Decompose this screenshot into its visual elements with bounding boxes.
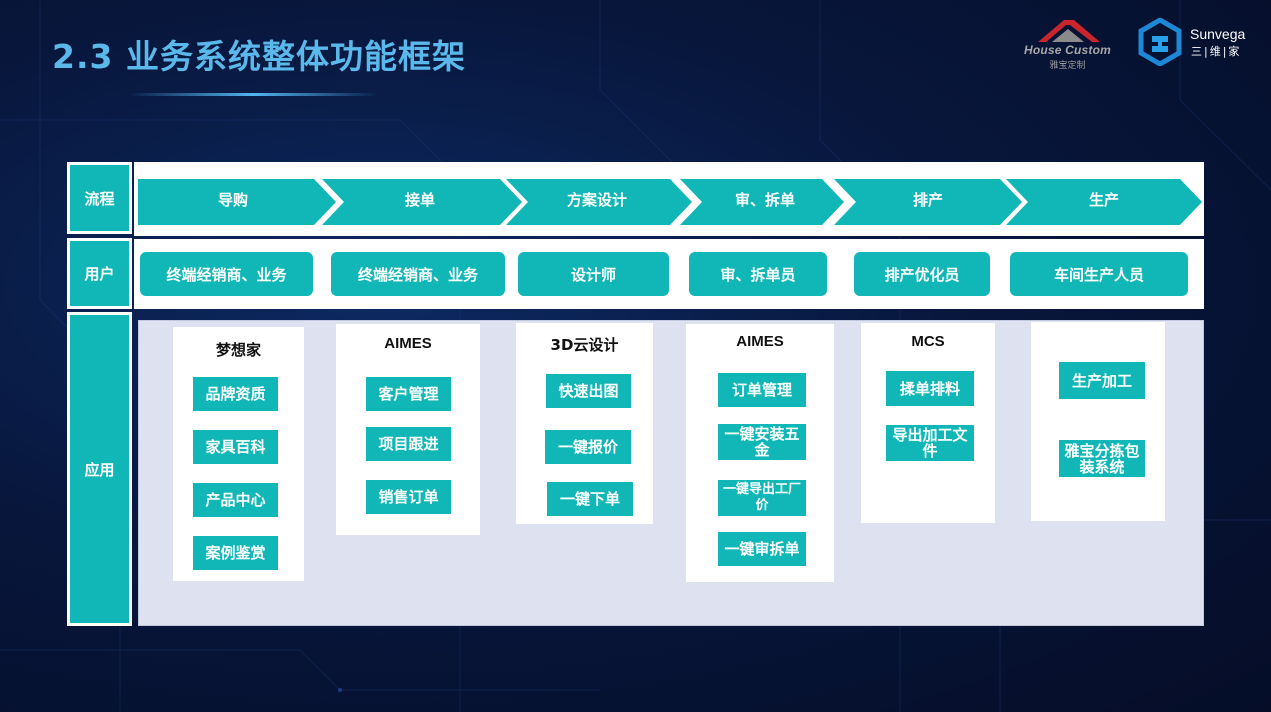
sunvega-sub: 三|维|家	[1191, 45, 1242, 58]
flow-step-3: 方案设计	[566, 191, 627, 209]
module-customer-management: 客户管理	[366, 377, 451, 411]
row-label-flow: 流程	[67, 162, 132, 234]
module-production-processing: 生产加工	[1059, 362, 1145, 399]
flow-arrow-5	[834, 179, 1022, 225]
module-one-click-quote: 一键报价	[545, 430, 631, 464]
module-export-processing-file: 导出加工文件	[886, 425, 974, 461]
module-nesting: 揉单排料	[886, 371, 974, 406]
house-custom-logo: House Custom 雅宝定制	[1010, 18, 1125, 72]
flow-step-6: 生产	[1088, 191, 1119, 209]
application-panel	[138, 320, 1204, 626]
app-title: MCS	[911, 333, 945, 350]
module-brand-qualification: 品牌资质	[193, 377, 278, 411]
app-card-mcs: MCS	[861, 323, 995, 523]
flow-arrow-4	[680, 179, 844, 225]
row-label-user: 用户	[67, 238, 132, 309]
title-underline	[128, 93, 378, 96]
flow-arrows	[138, 179, 1202, 225]
flow-arrow-2	[322, 179, 522, 225]
module-install-hardware: 一键安装五金	[718, 424, 806, 460]
user-role-2: 终端经销商、业务	[331, 252, 505, 296]
row-label-app: 应用	[67, 312, 132, 626]
user-role-4: 审、拆单员	[689, 252, 827, 296]
module-review-split: 一键审拆单	[718, 532, 806, 566]
module-one-click-order: 一键下单	[547, 482, 633, 516]
user-role-3: 设计师	[518, 252, 669, 296]
module-case-gallery: 案例鉴赏	[193, 536, 278, 570]
sunvega-cube-icon	[1138, 18, 1182, 66]
user-role-5: 排产优化员	[854, 252, 990, 296]
flow-arrow-1	[138, 179, 336, 225]
sunvega-logo: Sunvega 三|维|家	[1138, 18, 1253, 68]
module-order-management: 订单管理	[718, 373, 806, 407]
flow-arrow-6	[1006, 179, 1202, 225]
flow-step-1: 导购	[217, 191, 248, 209]
module-sorting-packing: 雅宝分拣包装系统	[1059, 440, 1145, 477]
house-custom-sub: 雅宝定制	[1049, 61, 1086, 71]
app-title: 梦想家	[215, 341, 261, 359]
module-project-tracking: 项目跟进	[366, 427, 451, 461]
flow-step-2: 接单	[404, 191, 435, 209]
house-custom-name: House Custom	[1023, 43, 1112, 57]
user-role-6: 车间生产人员	[1010, 252, 1188, 296]
app-title: AIMES	[736, 333, 784, 350]
module-product-center: 产品中心	[193, 483, 278, 517]
flow-arrow-3	[506, 179, 692, 225]
page-title: 2.3 业务系统整体功能框架	[52, 37, 466, 76]
house-roof-icon	[1038, 20, 1100, 42]
flow-step-5: 排产	[912, 191, 943, 209]
module-quick-render: 快速出图	[546, 374, 631, 408]
app-card-production	[1031, 322, 1165, 521]
module-export-factory-price: 一键导出工厂价	[718, 480, 806, 516]
user-role-1: 终端经销商、业务	[140, 252, 313, 296]
module-furniture-wiki: 家具百科	[193, 430, 278, 464]
flow-step-4: 审、拆单	[734, 191, 795, 209]
app-title: 3D云设计	[550, 336, 619, 354]
app-title: AIMES	[384, 335, 432, 352]
module-sales-order: 销售订单	[366, 480, 451, 514]
sunvega-name: Sunvega	[1190, 26, 1246, 42]
